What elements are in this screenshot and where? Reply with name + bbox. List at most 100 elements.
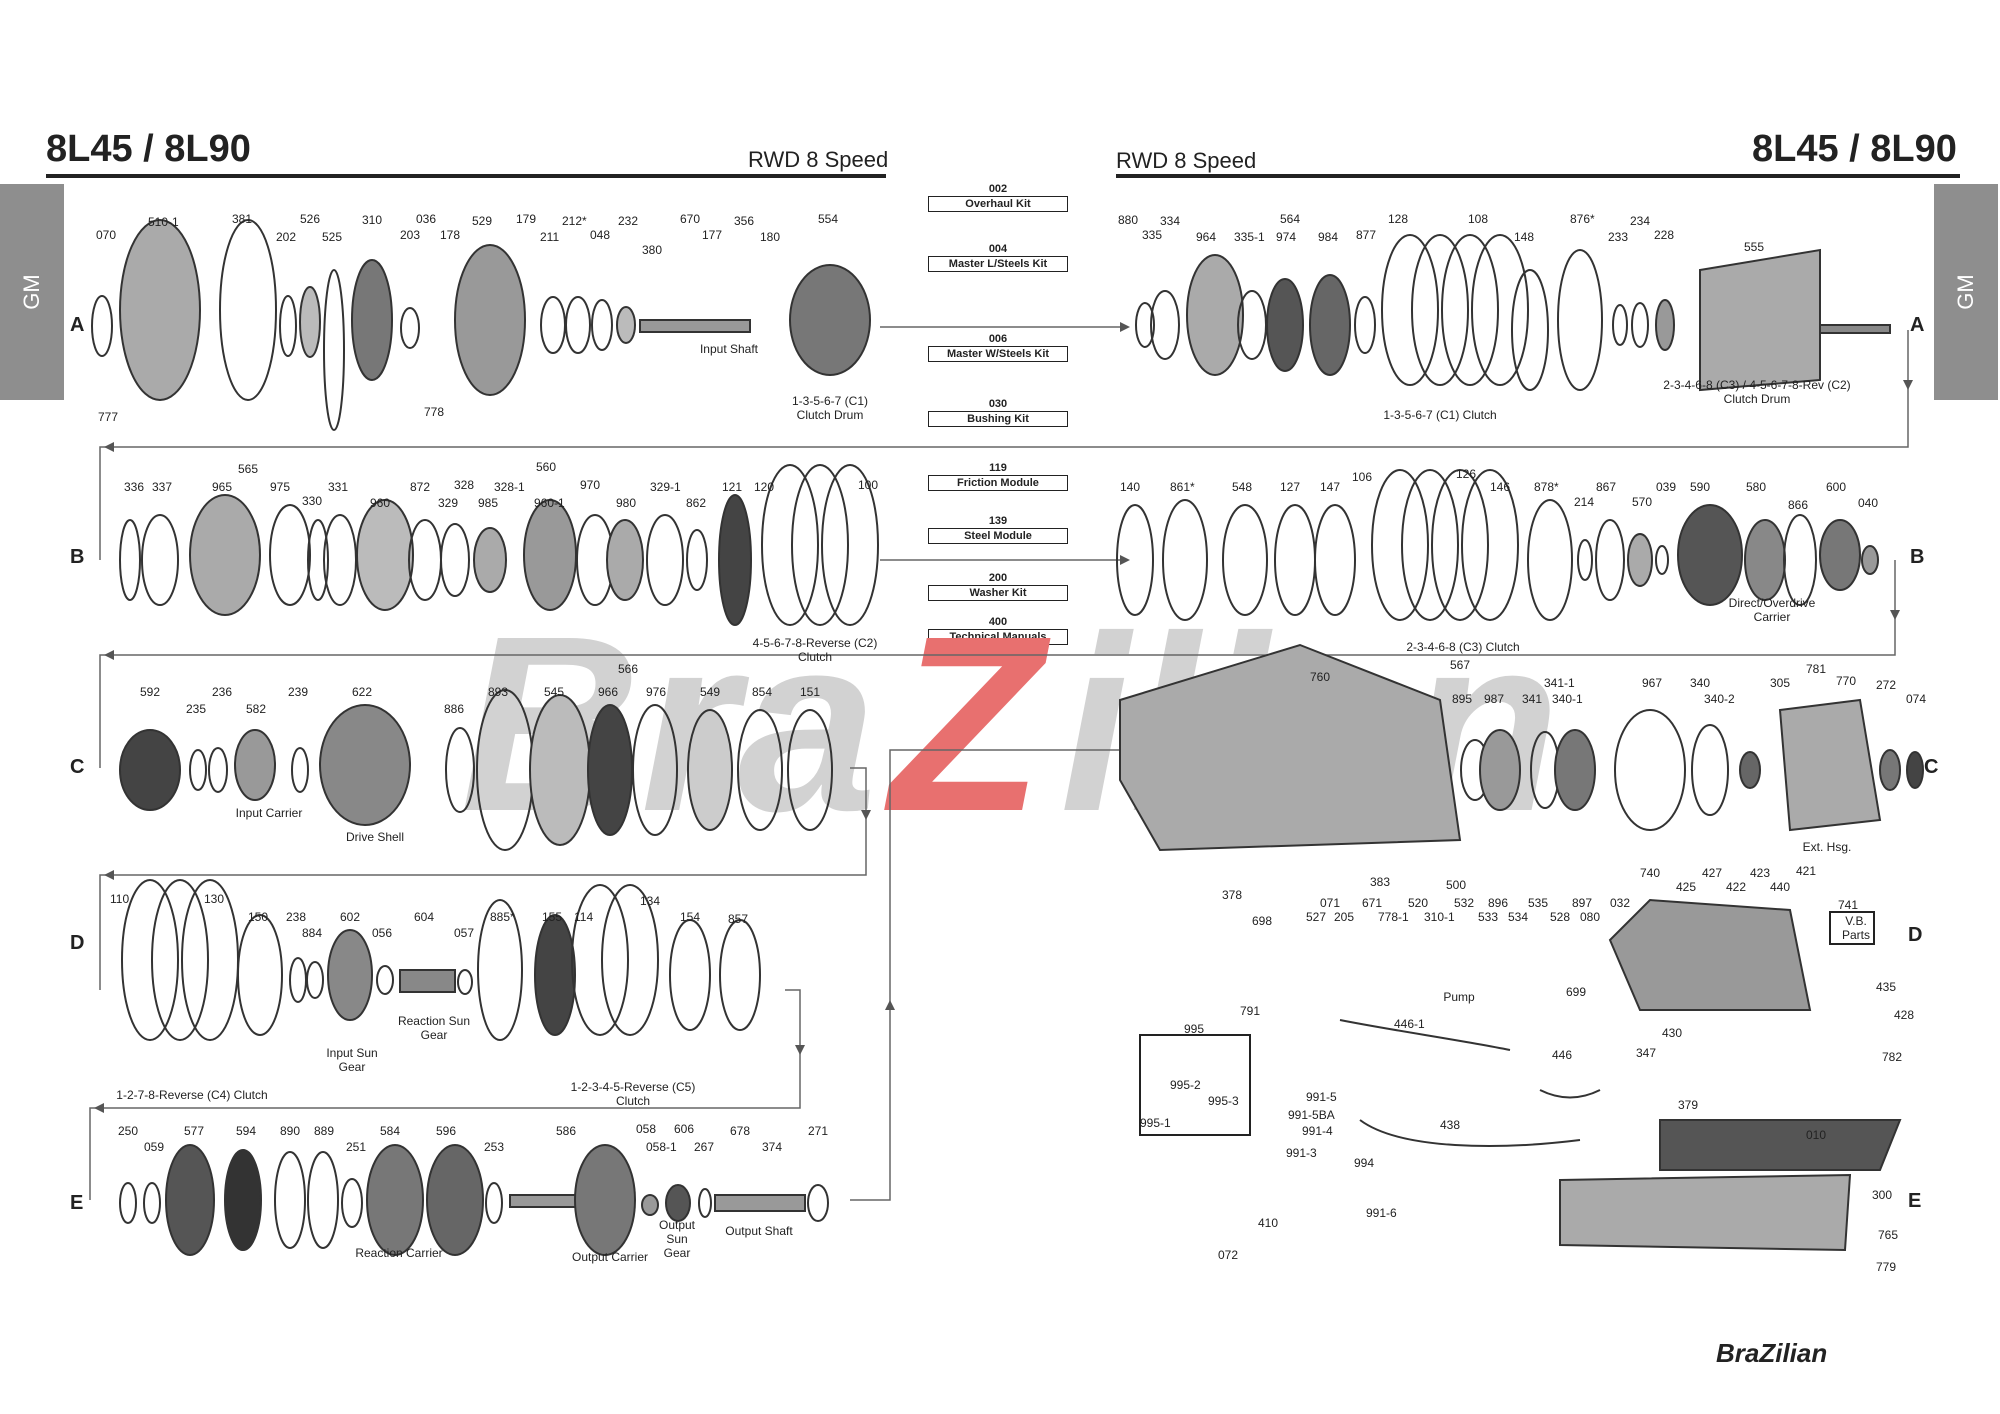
part-label-235: 235 xyxy=(186,702,207,716)
plate-154 xyxy=(669,919,711,1031)
c3-plate-2 xyxy=(1401,469,1459,621)
part-label-108: 108 xyxy=(1468,212,1489,226)
ring-251 xyxy=(341,1178,363,1228)
part-label-236: 236 xyxy=(212,685,233,699)
part-label-106: 106 xyxy=(1352,470,1373,484)
c1-clutch-drum xyxy=(789,264,871,376)
part-label-987: 987 xyxy=(1484,692,1505,706)
svg-text:Bra: Bra xyxy=(460,584,877,840)
part-label-380: 380 xyxy=(642,243,663,257)
part-label-329-1: 329-1 xyxy=(650,480,681,494)
part-label-214: 214 xyxy=(1574,495,1595,509)
part-label-770: 770 xyxy=(1836,674,1857,688)
part-label-383: 383 xyxy=(1370,875,1391,889)
ring-gear-577 xyxy=(165,1144,215,1256)
part-label-234: 234 xyxy=(1630,214,1651,228)
carrier-580 xyxy=(1744,519,1786,601)
ring-233 xyxy=(1612,304,1628,346)
part-label-331: 331 xyxy=(328,480,349,494)
housing-967 xyxy=(1614,709,1686,831)
part-label-564: 564 xyxy=(1280,212,1301,226)
ring-890 xyxy=(274,1151,306,1249)
part-label-554: 554 xyxy=(818,212,839,226)
part-label-334: 334 xyxy=(1160,214,1181,228)
caption-c1-clutch: 1-3-5-6-7 (C1) Clutch xyxy=(1383,408,1497,422)
caption-input-sun: Input Sun Gear xyxy=(326,1046,378,1074)
output-sun-gear xyxy=(665,1184,691,1222)
row-label-c-left: C xyxy=(70,756,85,778)
part-label-560: 560 xyxy=(536,460,557,474)
part-label-970: 970 xyxy=(580,478,601,492)
part-label-271: 271 xyxy=(808,1124,829,1138)
part-label-422: 422 xyxy=(1726,880,1747,894)
part-label-567: 567 xyxy=(1450,658,1471,672)
caption-reaction-sun: Reaction Sun Gear xyxy=(397,1014,471,1042)
ring-335 xyxy=(1135,302,1155,348)
plate-147 xyxy=(1314,504,1356,616)
ring-gear-596 xyxy=(426,1144,484,1256)
part-label-421: 421 xyxy=(1796,864,1817,878)
piston-960-1 xyxy=(523,499,577,611)
filter-010 xyxy=(1659,1119,1902,1171)
piston-965 xyxy=(189,494,261,616)
row-label-b-left: B xyxy=(70,546,85,568)
part-label-203: 203 xyxy=(400,228,421,242)
plate-155 xyxy=(534,914,576,1036)
snap-ring-876 xyxy=(1557,249,1603,391)
caption-c3c2-drum: 2-3-4-6-8 (C3) / 4-5-6-7-8-Rev (C2) Clut… xyxy=(1663,378,1851,406)
ring-gear-590 xyxy=(1677,504,1743,606)
plate-140 xyxy=(1116,504,1154,616)
part-label-430: 430 xyxy=(1662,1026,1683,1040)
snap-ring-878 xyxy=(1527,499,1573,621)
ring-059 xyxy=(143,1182,161,1224)
part-label-975: 975 xyxy=(270,480,291,494)
ring-056 xyxy=(376,965,394,995)
piston-980 xyxy=(606,519,644,601)
row-label-a-right: A xyxy=(1910,314,1925,336)
part-label-072: 072 xyxy=(1218,1248,1239,1262)
part-label-329: 329 xyxy=(438,496,459,510)
part-label-896: 896 xyxy=(1488,896,1509,910)
part-label-130: 130 xyxy=(204,892,225,906)
plate-150 xyxy=(237,914,283,1036)
caption-reaction-carrier: Reaction Carrier xyxy=(355,1246,443,1260)
part-label-039: 039 xyxy=(1656,480,1677,494)
part-label-671: 671 xyxy=(1362,896,1383,910)
caption-c5-clutch: 1-2-3-4-5-Reverse (C5) Clutch xyxy=(570,1080,696,1108)
part-label-974: 974 xyxy=(1276,230,1297,244)
c3-plate-4 xyxy=(1461,469,1519,621)
part-label-594: 594 xyxy=(236,1124,257,1138)
part-label-995-3: 995-3 xyxy=(1208,1094,1239,1108)
oil-pan-765 xyxy=(1559,1173,1852,1252)
part-label-146: 146 xyxy=(1490,480,1511,494)
part-label-428: 428 xyxy=(1894,1008,1915,1022)
part-label-781: 781 xyxy=(1806,662,1827,676)
ring-234 xyxy=(1631,302,1649,348)
part-label-995-1: 995-1 xyxy=(1140,1116,1171,1130)
transmission-case-760 xyxy=(1119,643,1462,852)
part-label-032: 032 xyxy=(1610,896,1631,910)
part-label-991-4: 991-4 xyxy=(1302,1124,1333,1138)
ring-884 xyxy=(306,961,324,999)
part-label-861: 861* xyxy=(1170,480,1195,494)
piston-987 xyxy=(1479,729,1521,811)
ring-214 xyxy=(1577,539,1593,581)
part-label-895: 895 xyxy=(1452,692,1473,706)
output-carrier xyxy=(574,1144,636,1256)
part-label-862: 862 xyxy=(686,496,707,510)
plate-310 xyxy=(351,259,393,381)
part-label-080: 080 xyxy=(1580,910,1601,924)
part-label-121: 121 xyxy=(722,480,743,494)
part-label-991-5: 991-5 xyxy=(1306,1090,1337,1104)
part-label-341: 341 xyxy=(1522,692,1543,706)
ring-886 xyxy=(445,727,475,813)
part-label-582: 582 xyxy=(246,702,267,716)
valve-body-740 xyxy=(1608,898,1812,1011)
part-label-056: 056 xyxy=(372,926,393,940)
part-label-580: 580 xyxy=(1746,480,1767,494)
part-label-310: 310 xyxy=(362,213,383,227)
